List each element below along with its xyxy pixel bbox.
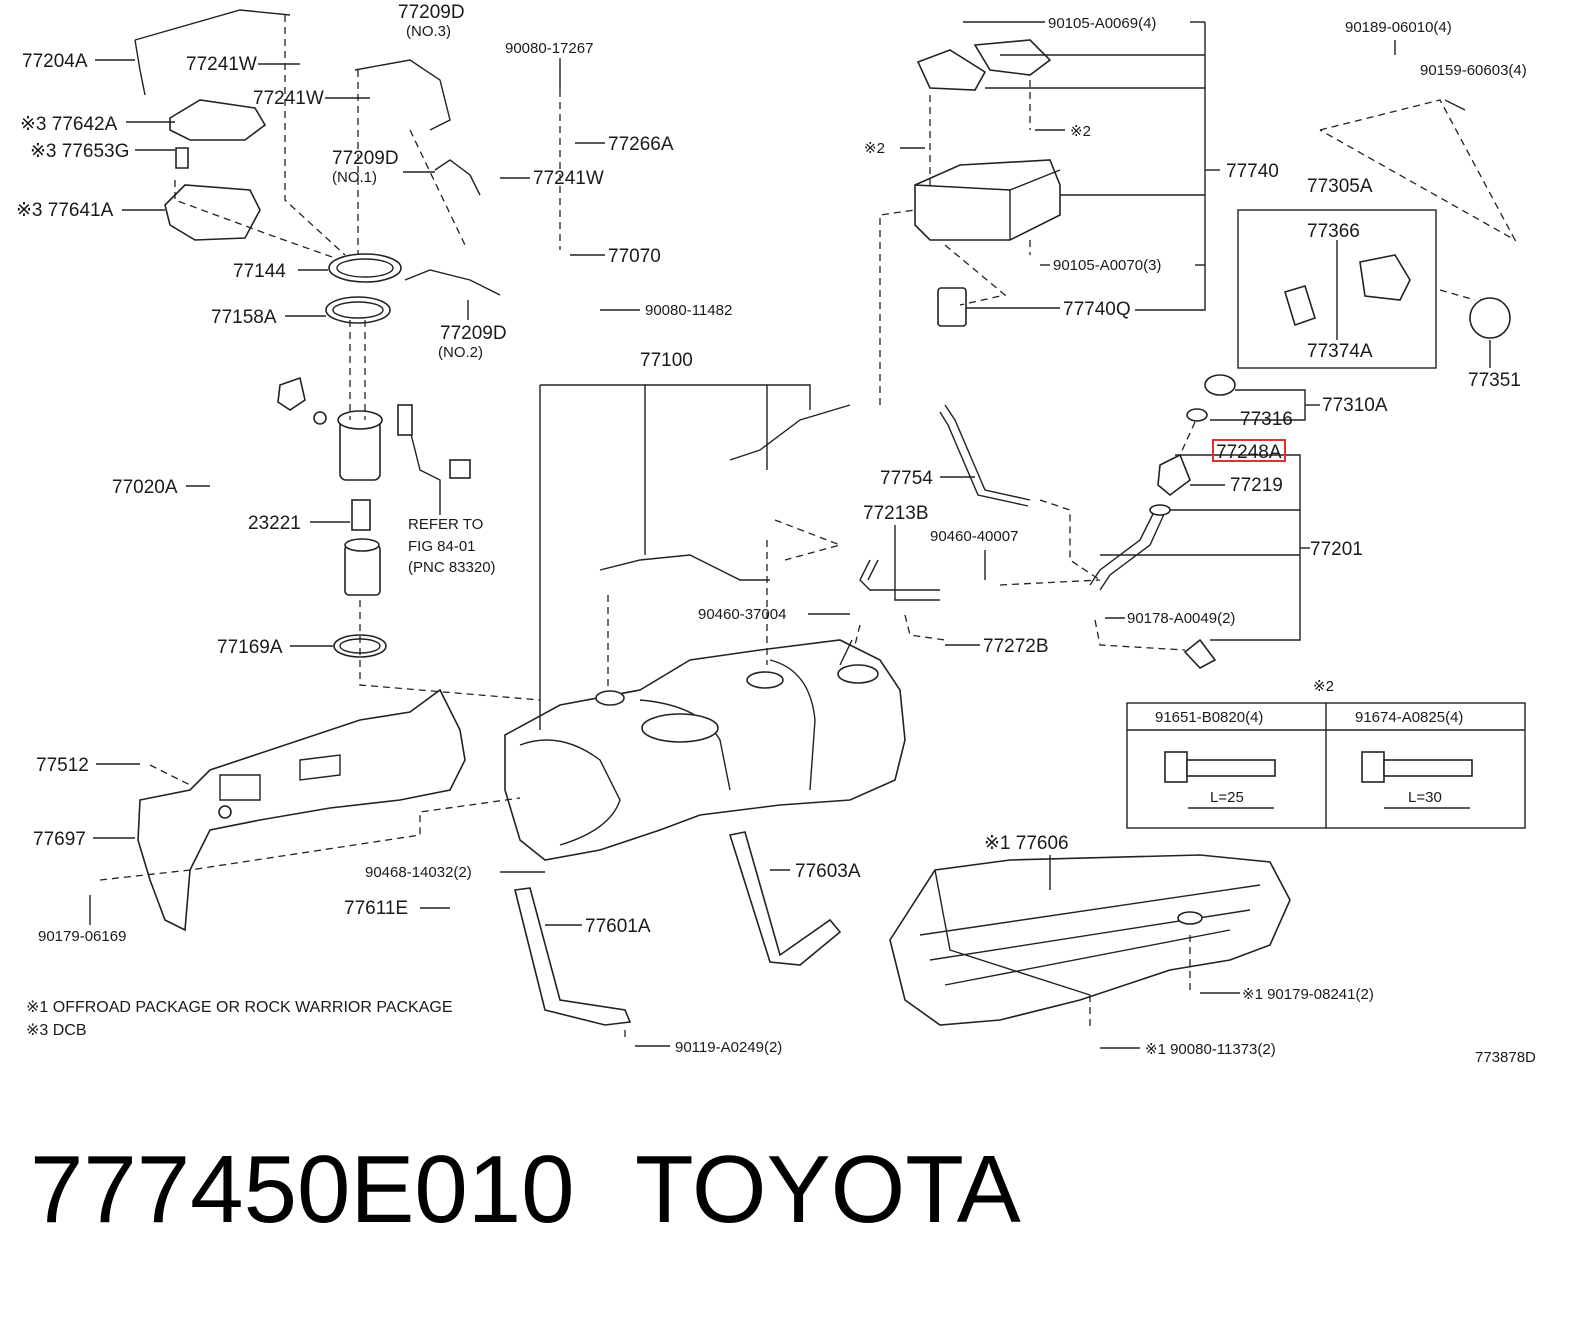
vapor-hoses (134, 9, 1031, 591)
label-77213B[interactable]: 77213B (863, 503, 929, 524)
footnote-3: ※3 DCB (26, 1022, 87, 1039)
label-77241W-a[interactable]: 77241W (186, 54, 257, 75)
label-77754[interactable]: 77754 (880, 468, 933, 489)
label-90159-60603[interactable]: 90159-60603(4) (1420, 62, 1527, 79)
label-77169A[interactable]: 77169A (217, 637, 283, 658)
label-77606[interactable]: ※1 77606 (984, 833, 1069, 854)
skid-plate (889, 854, 1291, 1026)
label-90178-A0049[interactable]: 90178-A0049(2) (1127, 610, 1235, 627)
dcb-cover-parts (164, 99, 267, 241)
label-77241W-c[interactable]: 77241W (533, 168, 604, 189)
label-90105-A0069[interactable]: 90105-A0069(4) (1048, 15, 1156, 32)
label-90460-37004[interactable]: 90460-37004 (698, 606, 786, 623)
footer-part-number: 777450E010 (30, 1136, 575, 1243)
label-90080-11482[interactable]: 90080-11482 (645, 302, 732, 319)
label-77351[interactable]: 77351 (1468, 370, 1521, 391)
label-77209D-no1-sub: (NO.1) (332, 169, 377, 186)
label-77653G[interactable]: ※3 77653G (30, 141, 129, 162)
fuel-ring-and-gaskets (325, 253, 402, 658)
label-77641A[interactable]: ※3 77641A (16, 200, 114, 221)
heat-shield (137, 688, 466, 932)
label-77740Q[interactable]: 77740Q (1063, 299, 1131, 320)
assembly-dashes (99, 15, 1517, 1040)
label-77611E[interactable]: 77611E (344, 898, 408, 919)
label-77305A[interactable]: 77305A (1307, 176, 1373, 197)
label-90189-06010[interactable]: 90189-06010(4) (1345, 19, 1452, 36)
label-90179-08241[interactable]: ※1 90179-08241(2) (1242, 986, 1374, 1003)
part-table (1126, 702, 1526, 829)
table-len1: L=25 (1210, 789, 1244, 806)
table-col2-header[interactable]: 91674-A0825(4) (1355, 709, 1463, 726)
label-90119-A0249[interactable]: 90119-A0249(2) (675, 1039, 782, 1056)
label-77740[interactable]: 77740 (1226, 161, 1279, 182)
label-77366[interactable]: 77366 (1307, 221, 1360, 242)
label-77209D-no2-sub: (NO.2) (438, 344, 483, 361)
label-77204A[interactable]: 77204A (22, 51, 88, 72)
footer: 777450E010 TOYOTA (30, 1136, 1021, 1243)
label-77642A[interactable]: ※3 77642A (20, 114, 118, 135)
label-77219[interactable]: 77219 (1230, 475, 1283, 496)
label-90468-14032[interactable]: 90468-14032(2) (365, 864, 472, 881)
table-star2: ※2 (1313, 678, 1334, 695)
label-77316[interactable]: 77316 (1240, 409, 1293, 430)
label-77266A[interactable]: 77266A (608, 134, 674, 155)
footnote-1: ※1 OFFROAD PACKAGE OR ROCK WARRIOR PACKA… (26, 999, 453, 1016)
label-90460-40007[interactable]: 90460-40007 (930, 528, 1018, 545)
label-77601A[interactable]: 77601A (585, 916, 651, 937)
label-90080-17267[interactable]: 90080-17267 (505, 40, 593, 57)
label-77697[interactable]: 77697 (33, 829, 86, 850)
leader-lines (89, 21, 1491, 1049)
table-len2: L=30 (1408, 789, 1442, 806)
label-77209D-no1[interactable]: 77209D (332, 148, 399, 169)
star2-right: ※2 (1070, 123, 1091, 140)
label-90080-11373[interactable]: ※1 90080-11373(2) (1145, 1041, 1276, 1058)
fuel-door-box (1237, 209, 1511, 369)
highlight-box (1212, 439, 1286, 462)
label-77603A[interactable]: 77603A (795, 861, 861, 882)
label-77272B[interactable]: 77272B (983, 636, 1049, 657)
refer-line-1: REFER TO (408, 516, 483, 533)
label-77020A[interactable]: 77020A (112, 477, 178, 498)
label-77070[interactable]: 77070 (608, 246, 661, 267)
label-77100[interactable]: 77100 (640, 350, 693, 371)
fuel-pump-module (277, 376, 471, 596)
label-23221[interactable]: 23221 (248, 513, 301, 534)
label-77209D-no3[interactable]: 77209D (398, 2, 465, 23)
part-labels: 77204A 77241W 77241W 77241W ※3 77642A ※3… (16, 2, 1536, 1066)
label-77144[interactable]: 77144 (233, 261, 286, 282)
straps (514, 831, 842, 1026)
label-77209D-no2[interactable]: 77209D (440, 323, 507, 344)
label-77374A[interactable]: 77374A (1307, 341, 1373, 362)
label-77241W-b[interactable]: 77241W (253, 88, 324, 109)
label-77248A[interactable]: 77248A (1216, 442, 1282, 463)
label-77158A[interactable]: 77158A (211, 307, 277, 328)
refer-line-3: (PNC 83320) (408, 559, 496, 576)
star2-left: ※2 (864, 140, 885, 157)
table-col1-header[interactable]: 91651-B0820(4) (1155, 709, 1263, 726)
refer-line-2: FIG 84-01 (408, 538, 476, 555)
label-90179-06169[interactable]: 90179-06169 (38, 928, 126, 945)
label-77310A[interactable]: 77310A (1322, 395, 1388, 416)
fuel-tank-assembly (504, 639, 906, 861)
footer-brand: TOYOTA (635, 1136, 1021, 1243)
label-77512[interactable]: 77512 (36, 755, 89, 776)
canister-assembly (914, 39, 1061, 327)
label-77201[interactable]: 77201 (1310, 539, 1363, 560)
label-77209D-no3-sub: (NO.3) (406, 23, 451, 40)
figure-code: 773878D (1475, 1049, 1536, 1066)
label-90105-A0070[interactable]: 90105-A0070(3) (1053, 257, 1161, 274)
